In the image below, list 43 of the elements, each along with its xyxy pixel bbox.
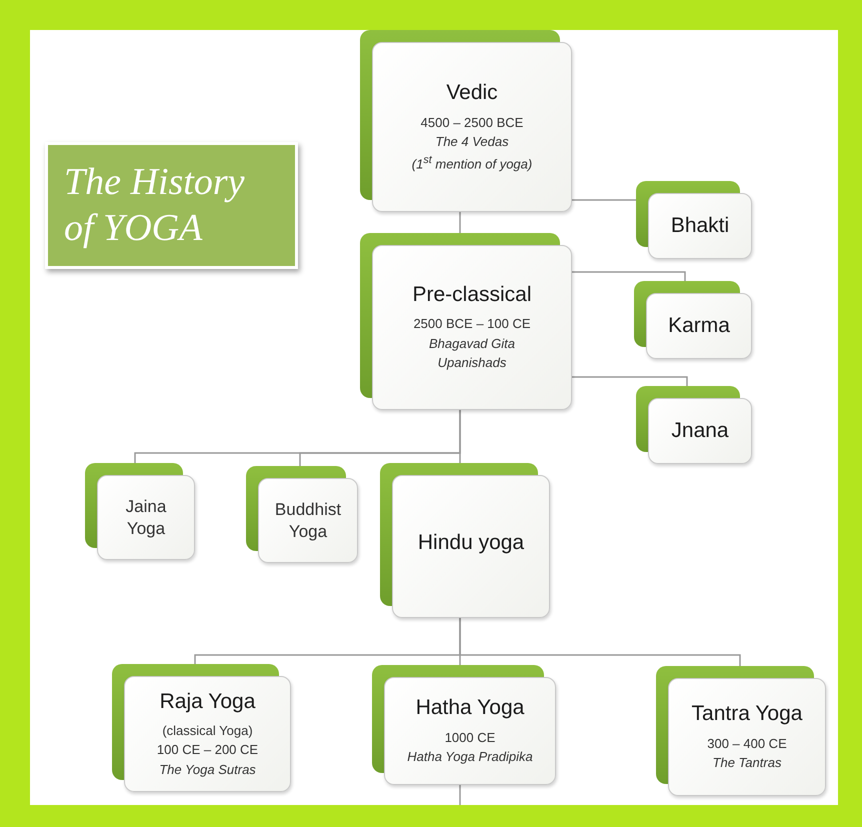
stacked-card bbox=[85, 463, 195, 560]
card-text: 2500 BCE – 100 CE bbox=[413, 315, 531, 334]
card-heading: Karma bbox=[668, 312, 730, 339]
card-heading: Buddhist Yoga bbox=[274, 499, 342, 542]
card-text: 4500 – 2500 BCE bbox=[420, 114, 524, 132]
card-heading: Hatha Yoga bbox=[416, 695, 524, 722]
card-heading: Tantra Yoga bbox=[692, 701, 802, 728]
connector-line bbox=[459, 410, 461, 463]
stacked-card bbox=[380, 463, 550, 618]
stacked-card bbox=[634, 281, 752, 359]
connector-line bbox=[572, 376, 688, 386]
card-text: 300 – 400 CE bbox=[707, 734, 787, 753]
connector-line bbox=[459, 785, 461, 805]
card-heading: Raja Yoga bbox=[160, 688, 256, 715]
stacked-card bbox=[372, 665, 556, 785]
stacked-card bbox=[246, 466, 358, 563]
card-text: 100 CE – 200 CE bbox=[156, 741, 258, 760]
card-heading: Bhakti bbox=[670, 212, 730, 239]
card-heading: Jnana bbox=[671, 418, 729, 444]
stacked-card bbox=[636, 386, 752, 464]
card-text: (1$^{st}$ mention of yoga) bbox=[412, 152, 532, 174]
card-text: 1000 CE bbox=[444, 728, 496, 747]
card-text: The Yoga Sutras bbox=[159, 760, 256, 779]
card-heading: Hindu yoga bbox=[418, 530, 524, 556]
card-text: The Tantras bbox=[712, 754, 782, 772]
connector-line bbox=[572, 199, 636, 201]
card-heading: Vedic bbox=[446, 80, 498, 106]
card-heading: Pre-classical bbox=[412, 282, 532, 308]
stacked-card bbox=[636, 181, 752, 259]
stacked-card bbox=[656, 666, 826, 796]
stacked-card bbox=[112, 664, 291, 792]
card-text: (classical Yoga) bbox=[162, 722, 253, 740]
connector-line bbox=[459, 212, 461, 233]
title-text: The History of YOGA bbox=[64, 160, 246, 250]
card-text: Bhagavad Gita bbox=[428, 334, 515, 353]
card-heading: Jaina Yoga bbox=[124, 496, 168, 539]
card-text: The 4 Vedas bbox=[435, 133, 509, 152]
card-text: Upanishads bbox=[438, 354, 506, 372]
connector-line bbox=[572, 271, 686, 281]
connector-line bbox=[459, 618, 741, 666]
stacked-card bbox=[360, 233, 572, 410]
stacked-card bbox=[360, 30, 572, 212]
card-text: Hatha Yoga Pradipika bbox=[407, 748, 533, 766]
